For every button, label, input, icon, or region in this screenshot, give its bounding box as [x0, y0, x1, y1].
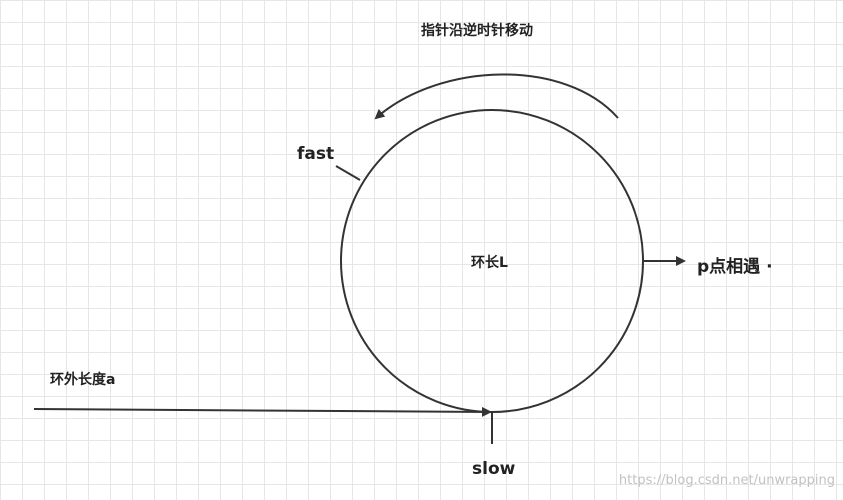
- fast-pointer-line: [335, 165, 361, 181]
- meet-point-label: p点相遇 ·: [697, 257, 773, 277]
- fast-label: fast: [297, 144, 335, 164]
- direction-label: 指针沿逆时针移动: [421, 23, 533, 39]
- counterclockwise-arrow: [374, 73, 619, 120]
- outside-path-arrow: [33, 406, 492, 417]
- watermark-url: https://blog.csdn.net/unwrapping: [618, 473, 835, 488]
- slow-label: slow: [472, 459, 516, 479]
- outside-length-label: 环外长度a: [50, 372, 116, 388]
- ring-length-label: 环长L: [471, 255, 508, 271]
